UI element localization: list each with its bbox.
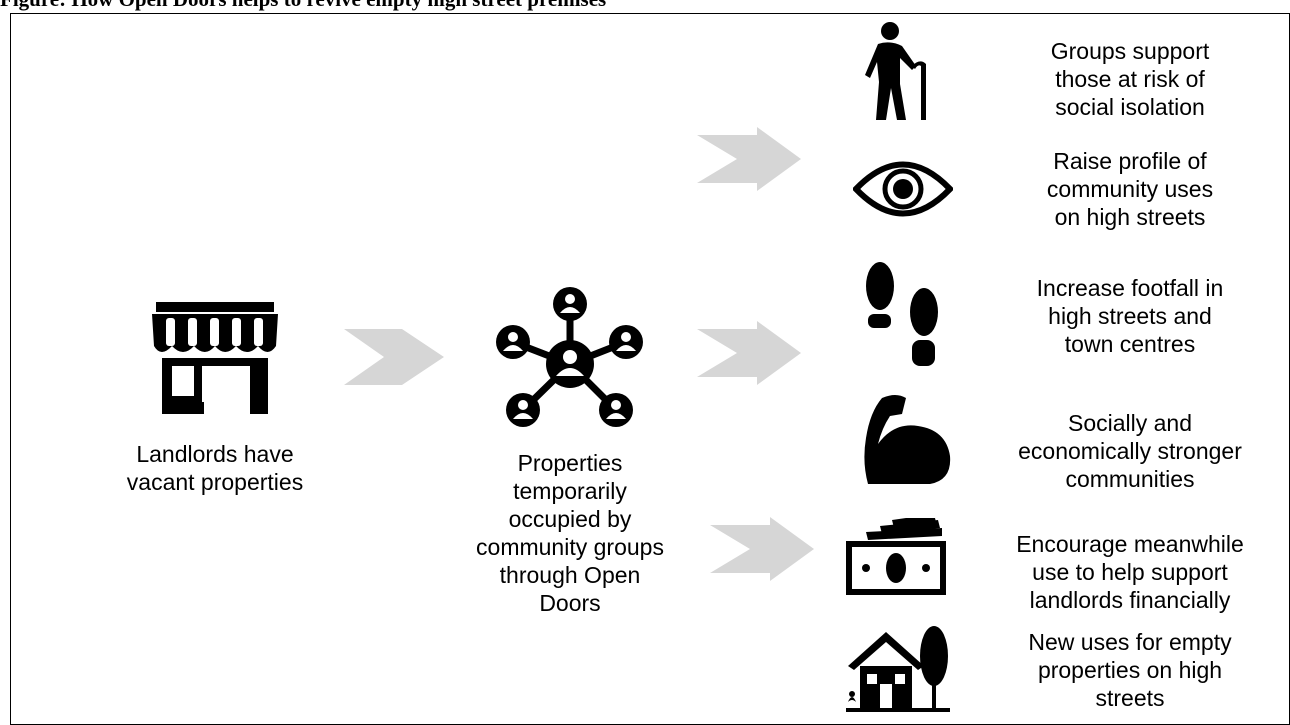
middle-label: Properties temporarily occupied by commu… (470, 449, 670, 617)
house-with-tree-icon (846, 626, 950, 712)
outcome-line: Groups support (1050, 38, 1210, 64)
outcome-line: landlords financially (1029, 587, 1231, 613)
middle-label-line: through Open (499, 562, 641, 588)
community-network-icon (496, 287, 643, 427)
outcome-line: high streets and (1048, 303, 1212, 329)
outcome-label: Raise profile of community uses on high … (985, 147, 1275, 231)
outcome-line: streets (1095, 685, 1165, 711)
flow-arrow (697, 127, 801, 191)
outcome-line: communities (1065, 466, 1195, 492)
outcome-line: economically stronger (1018, 438, 1242, 464)
eye-icon (853, 161, 953, 217)
start-label-line: vacant properties (126, 469, 304, 495)
middle-label-line: Properties (517, 450, 623, 476)
outcome-line: properties on high (1037, 657, 1223, 683)
middle-label-line: occupied by (508, 506, 632, 532)
outcome-line: use to help support (1032, 559, 1228, 585)
banknotes-icon (846, 518, 946, 595)
middle-label-line: community groups (476, 534, 664, 560)
flow-arrow (710, 517, 814, 581)
outcome-label: New uses for empty properties on high st… (985, 628, 1275, 712)
outcome-line: on high streets (1054, 204, 1206, 230)
shop-icon (152, 302, 278, 414)
outcome-label: Encourage meanwhile use to help support … (985, 530, 1275, 614)
start-label-line: Landlords have (136, 441, 294, 467)
outcome-line: Increase footfall in (1036, 275, 1224, 301)
outcome-line: social isolation (1055, 94, 1205, 120)
outcome-line: community uses (1046, 176, 1214, 202)
flexed-arm-icon (864, 395, 951, 484)
outcome-label: Groups support those at risk of social i… (985, 37, 1275, 121)
outcome-line: Raise profile of (1053, 148, 1207, 174)
outcome-label: Increase footfall in high streets and to… (985, 274, 1275, 358)
outcome-line: town centres (1064, 331, 1196, 357)
middle-label-line: Doors (539, 590, 601, 616)
outcome-line: those at risk of (1055, 66, 1205, 92)
start-label: Landlords have vacant properties (120, 440, 310, 496)
flow-arrow (697, 321, 801, 385)
outcome-line: Encourage meanwhile (1016, 531, 1244, 557)
elderly-person-with-cane-icon (865, 22, 926, 120)
outcome-line: Socially and (1067, 410, 1193, 436)
middle-label-line: temporarily (513, 478, 627, 504)
flow-arrow (344, 329, 444, 385)
outcome-line: New uses for empty (1028, 629, 1232, 655)
footprints-icon (866, 262, 938, 366)
outcome-label: Socially and economically stronger commu… (985, 409, 1275, 493)
